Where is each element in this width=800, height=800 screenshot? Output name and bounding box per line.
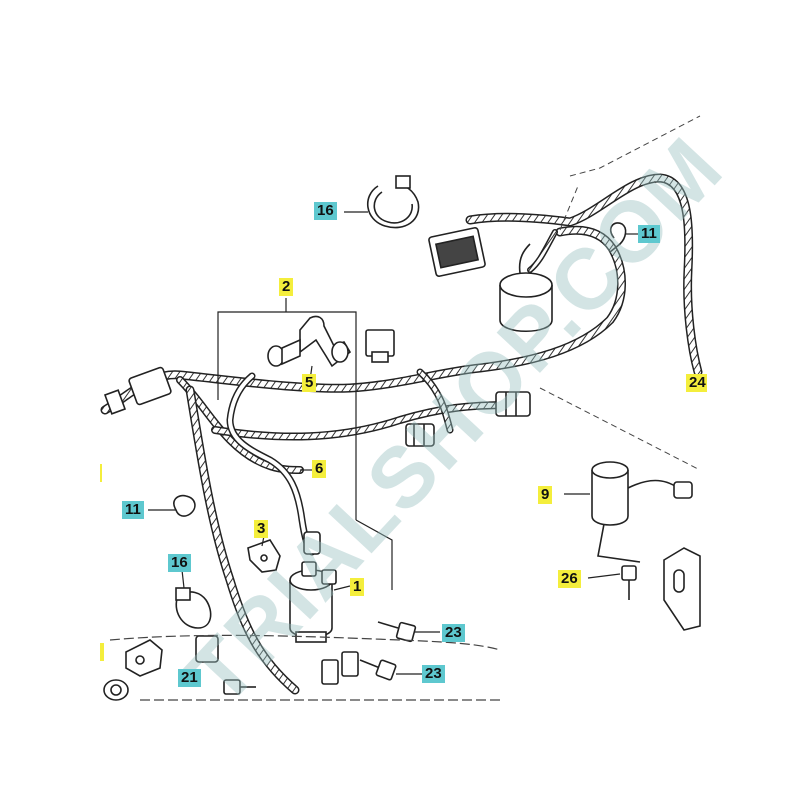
connector-lower-left xyxy=(195,635,219,663)
high-tension-lead xyxy=(226,372,321,556)
clip-top-right xyxy=(609,222,627,253)
engine-outline xyxy=(109,634,501,701)
callout-11-top[interactable]: 11 xyxy=(638,225,660,243)
mount-lower-left xyxy=(103,639,163,701)
callout-6[interactable]: 6 xyxy=(312,460,327,478)
callout-24[interactable]: 24 xyxy=(686,374,707,392)
connector-center xyxy=(365,329,395,363)
main-harness xyxy=(100,173,703,695)
callout-5[interactable]: 5 xyxy=(302,374,317,392)
spark-plug-cap xyxy=(267,315,352,368)
bolt-21 xyxy=(223,679,256,695)
connector-lower-mid xyxy=(321,651,359,685)
callout-edge-left xyxy=(100,464,102,482)
callout-23-lower[interactable]: 23 xyxy=(422,665,445,683)
callout-16-top[interactable]: 16 xyxy=(314,202,337,220)
band-clamp-top xyxy=(367,175,420,229)
bolt-lower xyxy=(359,659,397,681)
callout-2[interactable]: 2 xyxy=(279,278,294,296)
callout-9[interactable]: 9 xyxy=(538,486,553,504)
condenser xyxy=(499,243,553,333)
ignition-coil xyxy=(289,561,337,643)
connector-right-a xyxy=(495,391,531,417)
harness-connectors xyxy=(103,226,531,685)
bracket xyxy=(247,539,281,573)
callout-23-upper[interactable]: 23 xyxy=(442,624,465,642)
callout-edge-lower-left xyxy=(100,643,104,661)
callout-3[interactable]: 3 xyxy=(254,520,269,538)
callout-16-left[interactable]: 16 xyxy=(168,554,191,572)
group-bracket-2 xyxy=(217,311,393,590)
bolt-26 xyxy=(621,565,637,600)
connector-right-b xyxy=(405,423,435,447)
callout-11-left[interactable]: 11 xyxy=(122,501,144,519)
bolt-upper xyxy=(377,621,417,643)
dashed-guides xyxy=(539,115,701,471)
clip-left xyxy=(173,494,196,517)
callout-1[interactable]: 1 xyxy=(350,578,365,596)
band-clamp-left xyxy=(175,587,212,629)
connector-left xyxy=(103,366,172,415)
callout-21[interactable]: 21 xyxy=(178,669,201,687)
regulator xyxy=(591,461,693,563)
bracket-right xyxy=(663,547,701,631)
multi-pin-connector xyxy=(428,226,486,278)
callout-26[interactable]: 26 xyxy=(558,570,581,588)
